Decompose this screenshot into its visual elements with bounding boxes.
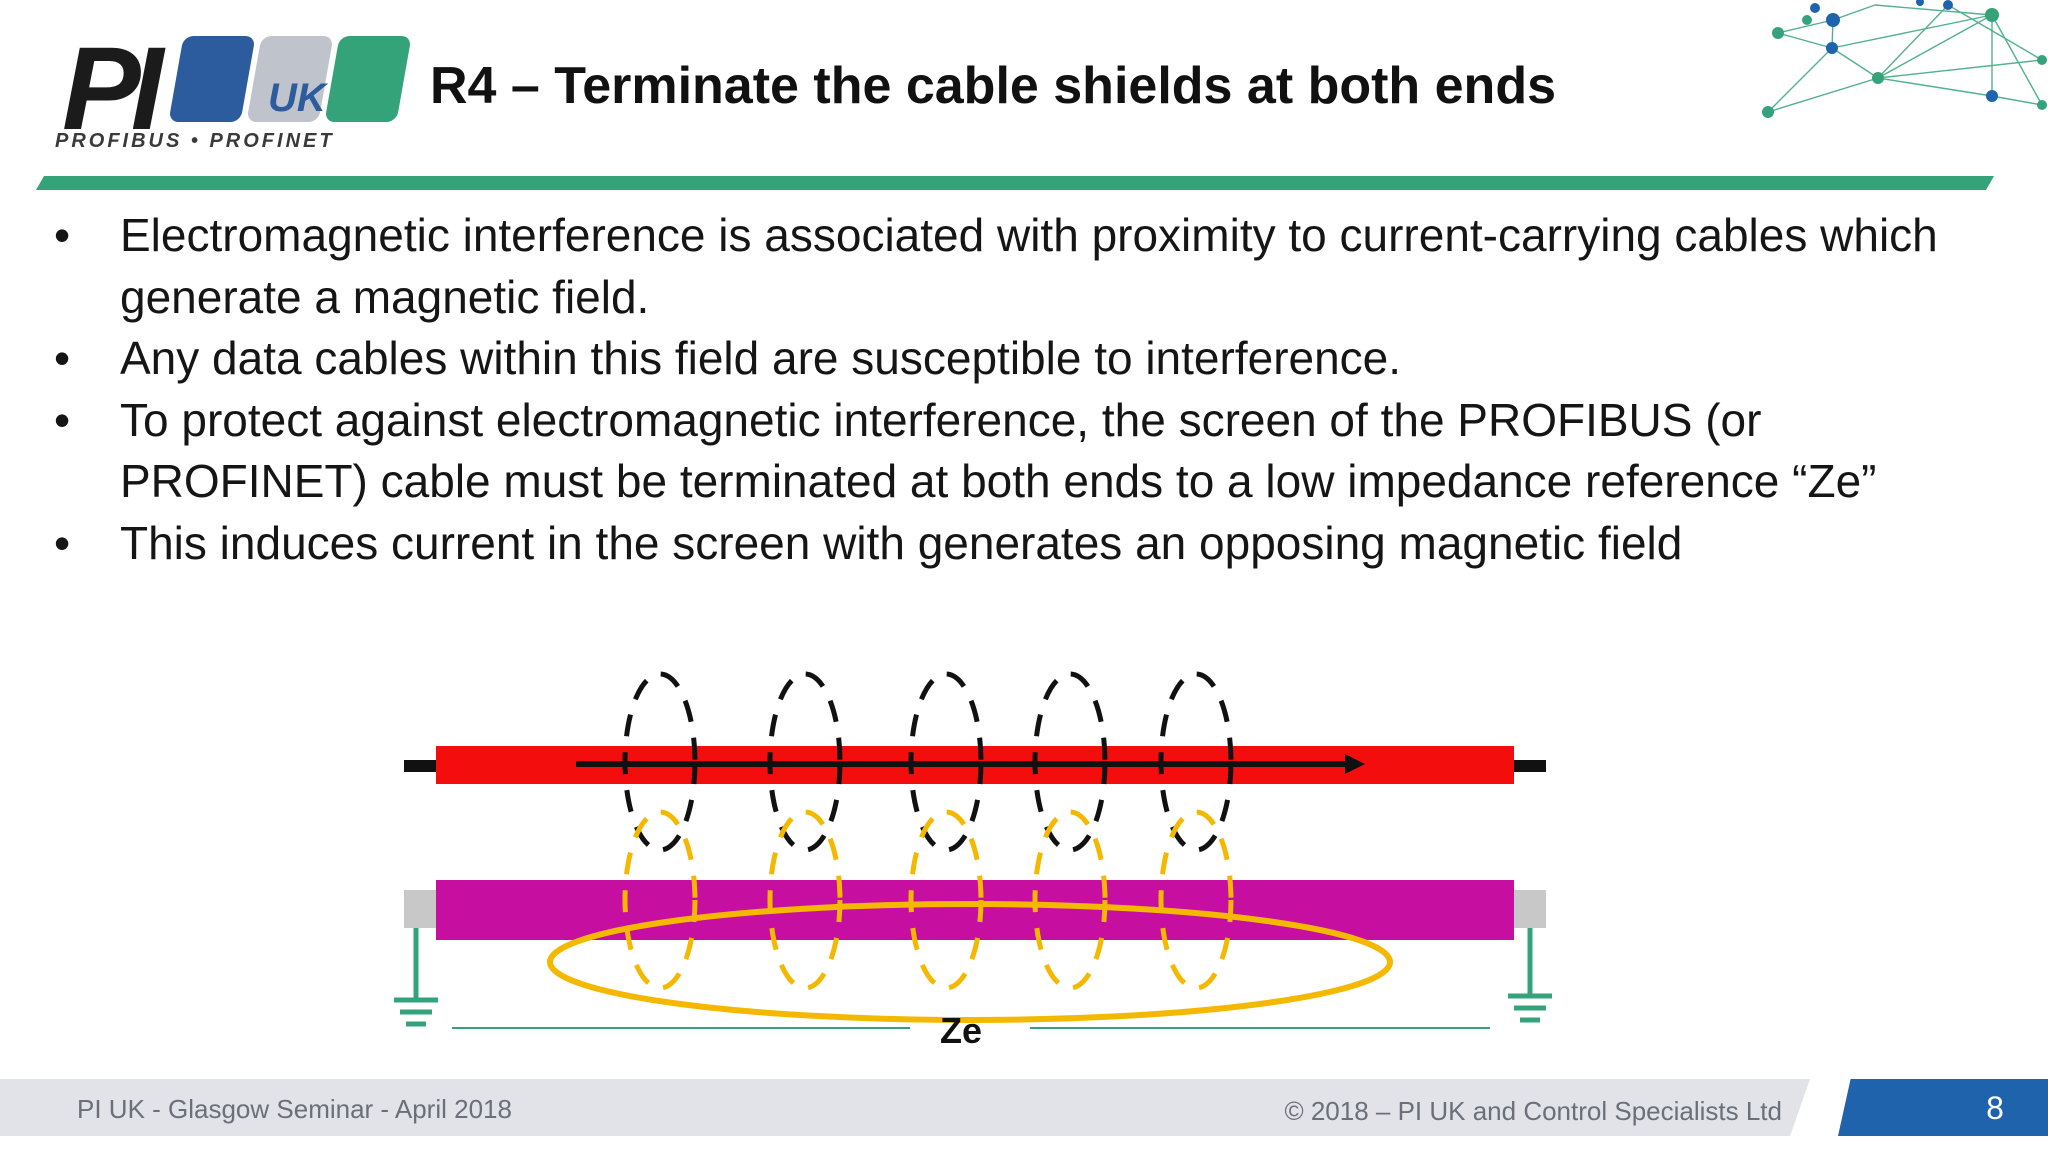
earth-left (394, 928, 438, 1027)
bullet-marker: • (54, 209, 71, 261)
power-field-loop (767, 671, 843, 853)
footer-event-text: PI UK - Glasgow Seminar - April 2018 (77, 1094, 512, 1124)
opposing-field-loop (767, 809, 843, 991)
bullet-marker: • (54, 516, 71, 569)
logo-uk-text: UK (268, 76, 326, 120)
data-cable-end-left (404, 890, 436, 928)
title-divider-bar (35, 176, 1995, 190)
power-field-loop (1032, 671, 1108, 853)
bullet-item: • This induces current in the screen with… (52, 513, 1972, 575)
footer-band (0, 1079, 1810, 1136)
opposing-field-loop (622, 809, 698, 991)
power-field-loop (908, 671, 984, 853)
ze-reference-label: Ze (940, 1010, 983, 1051)
bullet-item: • To protect against electromagnetic inte… (52, 390, 1972, 513)
power-field-loop (1158, 671, 1234, 853)
logo-tagline: PROFIBUS • PROFINET (55, 130, 335, 152)
opposing-field-loops (622, 809, 1234, 991)
bullet-text: Any data cables within this field are su… (120, 332, 1402, 384)
power-cable-end-right (1514, 760, 1546, 772)
network-graphic (1762, 0, 2047, 118)
bullet-item: • Electromagnetic interference is associa… (52, 205, 1972, 328)
bullet-list: • Electromagnetic interference is associa… (52, 205, 1972, 574)
logo-blue-square (168, 36, 256, 122)
bullet-marker: • (54, 393, 71, 446)
data-cable (436, 880, 1514, 940)
logo-green-square (324, 36, 412, 122)
opposing-field-loop (1032, 809, 1108, 991)
bullet-item: • Any data cables within this field are s… (52, 328, 1972, 390)
company-logo: PI UK PROFIBUS • PROFINET (50, 23, 412, 160)
page-number-badge (1838, 1079, 2048, 1136)
slide-title: R4 – Terminate the cable shields at both… (430, 57, 1556, 115)
logo-pi-text: PI (62, 23, 163, 155)
bullet-text: To protect against electromagnetic inter… (120, 393, 1877, 508)
opposing-field-loop (908, 809, 984, 991)
power-field-loops (622, 671, 1234, 853)
earth-right (1508, 928, 1552, 1023)
current-arrow-head (1345, 754, 1365, 774)
power-cable-end-left (404, 760, 436, 772)
footer-copyright-text: © 2018 – PI UK and Control Specialists L… (1284, 1096, 1782, 1126)
page-number: 8 (1986, 1090, 2004, 1126)
shield-termination-diagram (394, 671, 1552, 1029)
bullet-text: Electromagnetic interference is associat… (120, 209, 1938, 323)
bullet-marker: • (54, 332, 71, 384)
opposing-field-loop (1158, 809, 1234, 991)
power-field-loop (622, 671, 698, 853)
bullet-text: This induces current in the screen with … (120, 516, 1683, 569)
data-cable-end-right (1514, 890, 1546, 928)
screen-current-loop (547, 901, 1393, 1023)
